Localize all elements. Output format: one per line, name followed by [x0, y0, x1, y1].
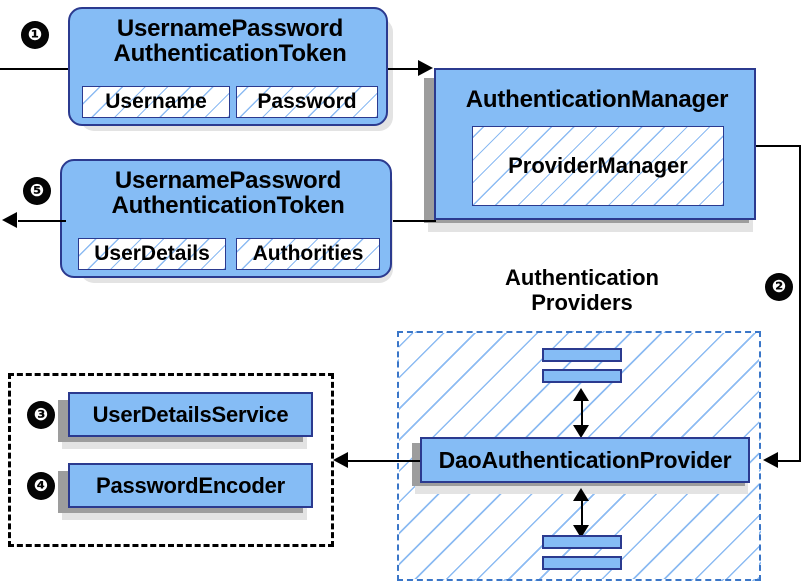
badge-step-3: ❸ [28, 402, 54, 428]
password-encoder-label: PasswordEncoder [96, 472, 285, 498]
request-token-title: UsernamePassword AuthenticationToken [70, 16, 390, 67]
password-encoder-box[interactable]: PasswordEncoder [68, 463, 313, 508]
request-token-field-password-label: Password [257, 90, 357, 113]
request-token-title-line2: AuthenticationToken [113, 40, 347, 68]
request-to-manager-arrowhead [418, 60, 433, 76]
inbound-request-line [0, 68, 72, 70]
response-token-field-authorities-label: Authorities [252, 242, 364, 265]
authentication-manager-title: AuthenticationManager [465, 86, 729, 113]
manager-to-provider-line-bottom [778, 460, 801, 462]
badge-step-4: ❹ [28, 473, 54, 499]
provider-link-line-top [581, 392, 583, 430]
manager-to-provider-line-top [756, 145, 801, 147]
user-details-service-label: UserDetailsService [92, 401, 289, 427]
response-token-field-authorities[interactable]: Authorities [236, 238, 380, 270]
provider-link-arrow-down-bottom [573, 525, 589, 538]
outbound-response-arrowhead [2, 212, 17, 228]
manager-to-provider-line-vertical [799, 145, 801, 461]
provider-placeholder-bar-bottom-1 [542, 535, 622, 549]
request-to-manager-line [388, 68, 426, 70]
dao-authentication-provider-label: DaoAuthenticationProvider [438, 446, 732, 473]
authentication-providers-caption: Authentication Providers [460, 265, 704, 315]
badge-step-2: ❷ [766, 274, 792, 300]
response-token-field-userdetails[interactable]: UserDetails [78, 238, 226, 270]
provider-to-support-line [348, 460, 420, 462]
provider-placeholder-bar-top-1 [542, 348, 622, 362]
authentication-providers-caption-line2: Providers [531, 289, 633, 315]
request-token-field-password[interactable]: Password [236, 86, 378, 118]
provider-link-line-bottom [581, 492, 583, 530]
request-token-title-line1: UsernamePassword [116, 15, 344, 42]
outbound-response-line [18, 220, 66, 222]
response-token-field-userdetails-label: UserDetails [94, 242, 210, 265]
provider-link-arrow-up-top [573, 388, 589, 401]
manager-to-response-line [388, 220, 436, 222]
request-token-field-username[interactable]: Username [82, 86, 230, 118]
provider-link-arrow-down-top [573, 425, 589, 438]
response-token-title: UsernamePassword AuthenticationToken [62, 168, 394, 219]
response-token-title-line1: UsernamePassword [114, 167, 342, 194]
provider-manager-panel[interactable]: ProviderManager [472, 126, 724, 206]
authentication-providers-caption-line1: Authentication [505, 265, 659, 290]
authentication-manager-box[interactable]: AuthenticationManager ProviderManager [434, 68, 756, 220]
dao-authentication-provider-box[interactable]: DaoAuthenticationProvider [420, 437, 750, 483]
response-token-box[interactable]: UsernamePassword AuthenticationToken Use… [60, 159, 392, 278]
provider-placeholder-bar-top-2 [542, 369, 622, 383]
provider-manager-label: ProviderManager [508, 153, 688, 178]
provider-to-support-arrowhead [333, 452, 348, 468]
provider-link-arrow-up-bottom [573, 488, 589, 501]
request-token-field-username-label: Username [105, 90, 207, 113]
manager-to-provider-arrowhead [763, 452, 778, 468]
provider-placeholder-bar-bottom-2 [542, 556, 622, 570]
request-token-box[interactable]: UsernamePassword AuthenticationToken Use… [68, 7, 388, 126]
badge-step-1: ❶ [22, 22, 48, 48]
support-services-group [8, 373, 334, 547]
user-details-service-box[interactable]: UserDetailsService [68, 392, 313, 437]
response-token-title-line2: AuthenticationToken [111, 192, 345, 220]
badge-step-5: ❺ [24, 178, 50, 204]
